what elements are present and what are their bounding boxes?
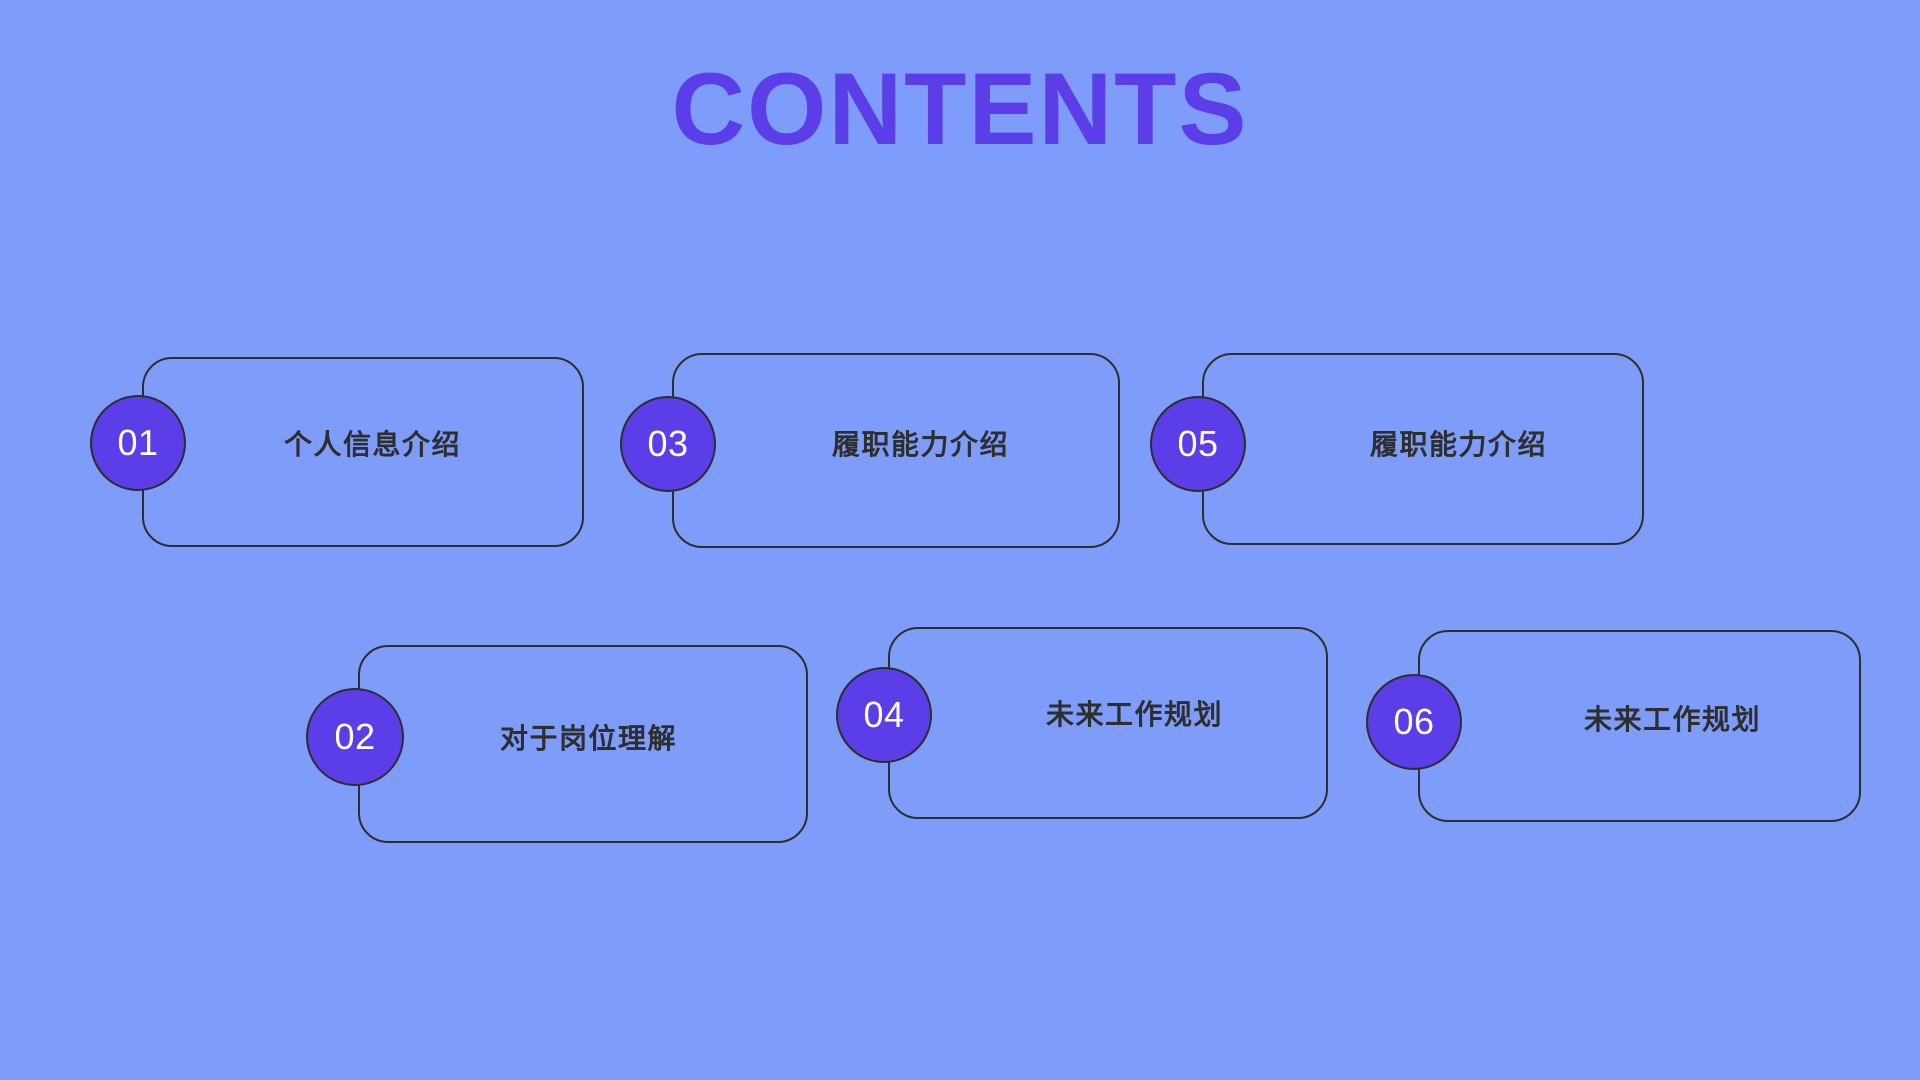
contents-item-06-label: 未来工作规划 — [1584, 704, 1762, 735]
contents-item-01-label: 个人信息介绍 — [284, 429, 462, 460]
contents-item-02-label: 对于岗位理解 — [500, 723, 678, 754]
contents-item-04-label: 未来工作规划 — [1046, 699, 1224, 730]
contents-item-05-label: 履职能力介绍 — [1370, 429, 1548, 460]
contents-item-01-number-badge[interactable]: 01 — [90, 395, 186, 491]
contents-item-02-number-badge[interactable]: 02 — [306, 688, 404, 786]
page-title: CONTENTS — [671, 52, 1249, 166]
contents-item-03-label: 履职能力介绍 — [832, 429, 1010, 460]
contents-item-04-number-badge[interactable]: 04 — [836, 667, 932, 763]
contents-item-05-number-badge[interactable]: 05 — [1150, 396, 1246, 492]
contents-item-06-number-badge[interactable]: 06 — [1366, 674, 1462, 770]
contents-item-03-number-badge[interactable]: 03 — [620, 396, 716, 492]
